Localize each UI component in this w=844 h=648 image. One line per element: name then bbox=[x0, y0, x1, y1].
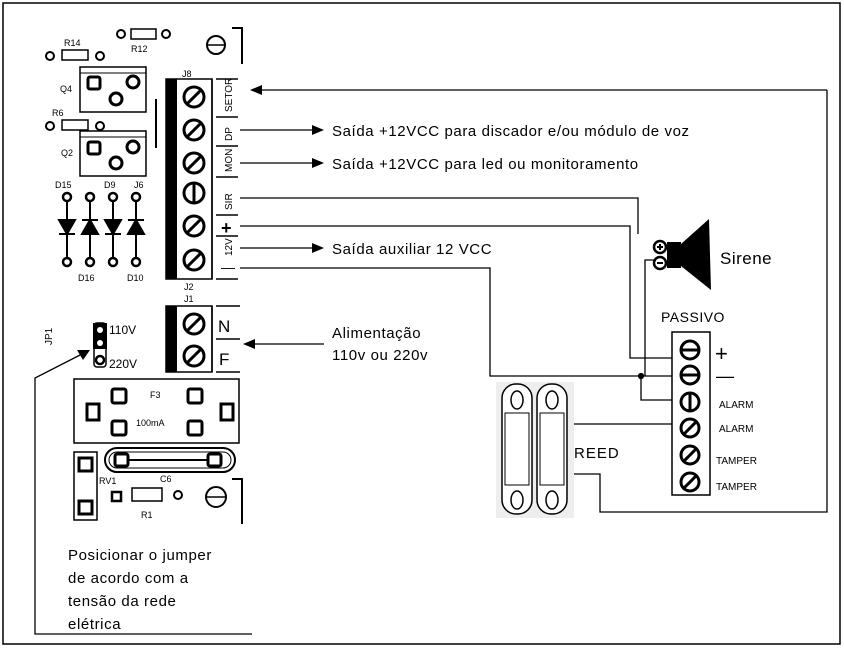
j1-label: J1 bbox=[184, 294, 194, 304]
terminal-block-j1: N F bbox=[165, 305, 240, 373]
sensor-screw-3 bbox=[679, 391, 701, 413]
varistor-rv1: RV1 bbox=[73, 451, 123, 521]
annotation-jumper-line1: Posicionar o jumper bbox=[68, 547, 212, 564]
j8-pin-labels: SETOR DP MON SIR + 12V — bbox=[216, 78, 238, 280]
d9-label: D9 bbox=[104, 180, 116, 190]
sensor-screw-1 bbox=[679, 339, 701, 361]
siren-horn bbox=[681, 219, 711, 290]
wire-aux bbox=[240, 243, 324, 253]
j8-screw-5 bbox=[182, 214, 206, 238]
j8-minus-label: — bbox=[221, 259, 235, 275]
annotation-jumper-line3: tensão da rede bbox=[68, 593, 176, 610]
annotation-power-line2: 110v ou 220v bbox=[332, 347, 428, 364]
j8-plus-label: + bbox=[221, 218, 232, 238]
diode-array: D15 D9 J6 D16 D10 bbox=[55, 180, 146, 283]
sensor-minus-label: — bbox=[716, 366, 734, 386]
transistor-q4: Q4 bbox=[60, 66, 147, 113]
capacitor-c6: C6 bbox=[104, 447, 236, 484]
j8-sir-label: SIR bbox=[224, 193, 235, 210]
siren-label: Sirene bbox=[720, 249, 772, 268]
sensor-screw-4 bbox=[679, 417, 701, 439]
annotation-jumper-line2: de acordo com a bbox=[68, 570, 189, 587]
wire-minus bbox=[240, 259, 672, 401]
wire-dp bbox=[240, 125, 324, 135]
resistor-r12: R12 bbox=[116, 28, 171, 54]
mounting-hole-top bbox=[206, 27, 243, 64]
j8-mon-label: MON bbox=[224, 149, 235, 172]
r12-label: R12 bbox=[131, 44, 148, 54]
annotation-mon: Saída +12VCC para led ou monitoramento bbox=[332, 156, 639, 173]
jp1-label: JP1 bbox=[44, 327, 55, 345]
terminal-block-j8 bbox=[165, 78, 213, 280]
d10-label: D10 bbox=[127, 273, 144, 283]
reed-label: REED bbox=[574, 445, 620, 462]
wire-power bbox=[243, 339, 324, 349]
wire-mon bbox=[240, 158, 324, 168]
j8-screw-4 bbox=[182, 181, 206, 205]
sensor-alarm1-label: ALARM bbox=[719, 400, 753, 411]
wire-setor bbox=[250, 85, 828, 513]
annotation-aux: Saída auxiliar 12 VCC bbox=[332, 241, 492, 258]
sensor-screw-5 bbox=[679, 444, 701, 466]
resistor-r14: R14 bbox=[45, 38, 105, 61]
annotation-dp: Saída +12VCC para discador e/ou módulo d… bbox=[332, 123, 690, 140]
fuse-rating-label: 100mA bbox=[136, 418, 165, 428]
resistor-r1: R1 bbox=[131, 487, 183, 520]
j8-12v-label: 12V bbox=[224, 238, 235, 256]
j6-label: J6 bbox=[134, 180, 144, 190]
d15-label: D15 bbox=[55, 180, 72, 190]
annotation-power-line1: Alimentação bbox=[332, 325, 421, 342]
sensor-plus-label: + bbox=[715, 341, 728, 366]
sensor-tamper1-label: TAMPER bbox=[716, 456, 757, 467]
j2-label: J2 bbox=[184, 282, 194, 292]
f3-label: F3 bbox=[150, 390, 161, 400]
j1-screw-2 bbox=[182, 344, 206, 368]
siren: Sirene bbox=[652, 219, 772, 290]
d16-label: D16 bbox=[78, 273, 95, 283]
jumper-jp1: JP1 110V 220V bbox=[44, 322, 137, 371]
j8-label: J8 bbox=[182, 69, 192, 79]
sensor-title: PASSIVO bbox=[661, 309, 725, 325]
r1-label: R1 bbox=[141, 510, 153, 520]
jumper-110v-label: 110V bbox=[109, 323, 136, 337]
j1-screw-1 bbox=[182, 312, 206, 336]
reed-switch: REED bbox=[496, 382, 620, 518]
r6-label: R6 bbox=[52, 108, 64, 118]
resistor-r6: R6 bbox=[45, 108, 105, 131]
r14-label: R14 bbox=[64, 38, 81, 48]
fuse-f3: F3 100mA bbox=[73, 378, 240, 444]
j8-screw-3 bbox=[182, 151, 206, 175]
jumper-220v-label: 220V bbox=[109, 357, 137, 371]
q2-label: Q2 bbox=[61, 148, 73, 158]
j8-dp-label: DP bbox=[224, 127, 235, 141]
wire-plus bbox=[240, 225, 672, 359]
sensor-alarm2-label: ALARM bbox=[719, 424, 753, 435]
j8-screw-1 bbox=[182, 85, 206, 109]
wire-jumper-pointer bbox=[34, 350, 252, 635]
j1-n-label: N bbox=[218, 317, 230, 336]
c6-label: C6 bbox=[160, 474, 172, 484]
sensor-screw-6 bbox=[679, 471, 701, 493]
mounting-hole-bottom bbox=[205, 478, 243, 524]
sensor-terminal-block: + — ALARM ALARM TAMPER TAMPER bbox=[671, 331, 757, 496]
annotation-jumper-line4: elétrica bbox=[68, 616, 121, 633]
wire-sir bbox=[240, 197, 639, 234]
rv1-label: RV1 bbox=[99, 476, 116, 486]
j8-setor-label: SETOR bbox=[224, 78, 235, 112]
siren-body bbox=[667, 242, 681, 268]
j8-screw-6 bbox=[182, 248, 206, 272]
j1-f-label: F bbox=[219, 350, 229, 369]
transistor-q2: Q2 bbox=[61, 130, 147, 177]
q4-label: Q4 bbox=[60, 84, 72, 94]
sensor-tamper2-label: TAMPER bbox=[716, 482, 757, 493]
sensor-screw-2 bbox=[679, 364, 701, 386]
j8-screw-2 bbox=[182, 118, 206, 142]
